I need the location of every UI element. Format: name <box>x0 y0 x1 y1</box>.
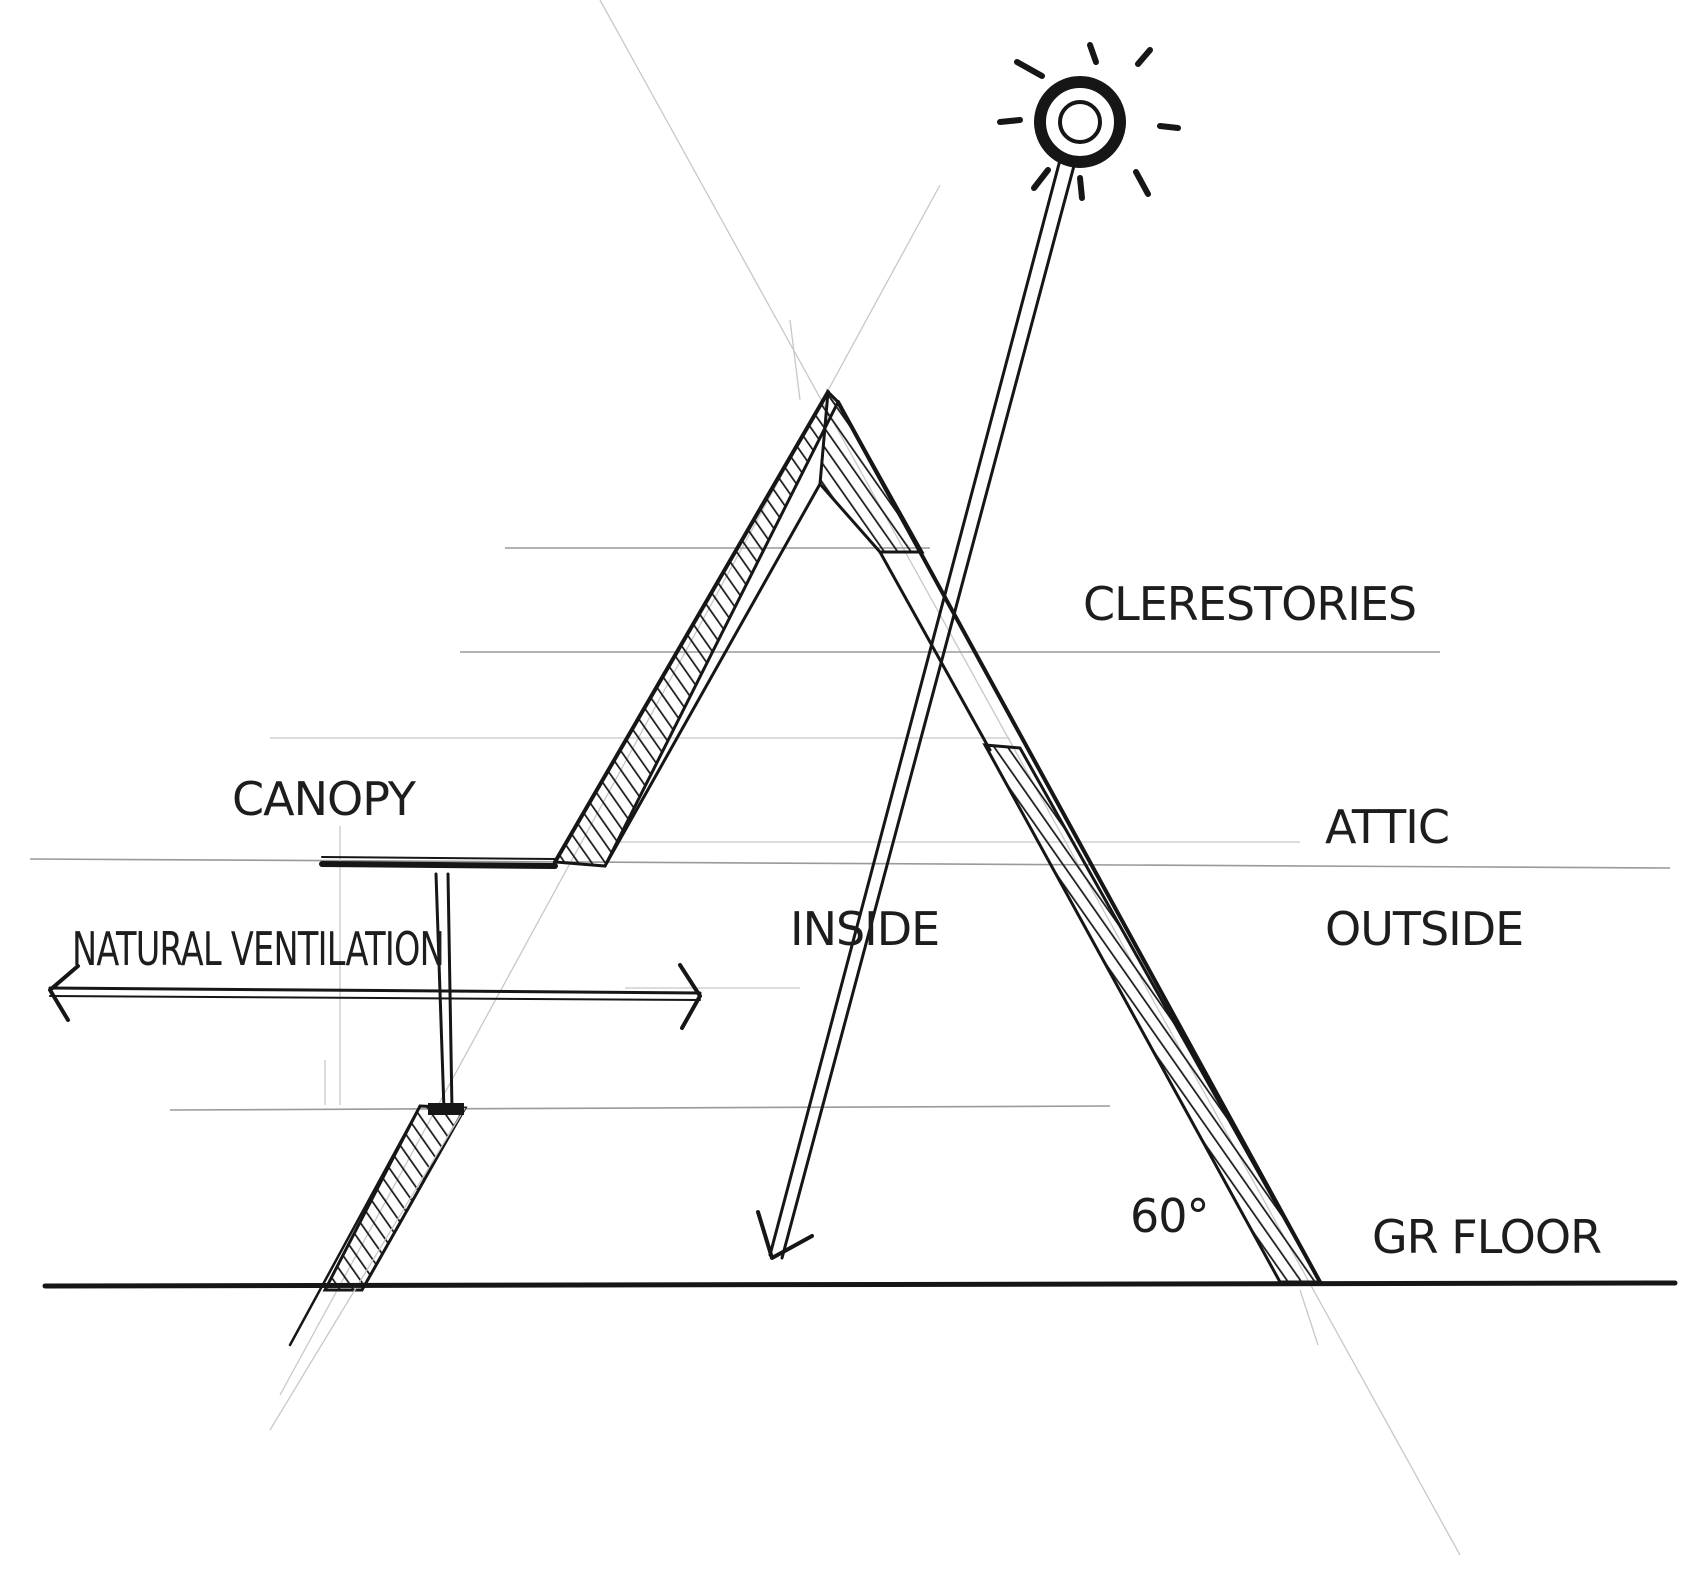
label-natural-ventilation: NATURAL VENTILATION <box>72 922 444 976</box>
sun-icon <box>997 42 1181 201</box>
label-clerestories: CLERESTORIES <box>1083 577 1416 631</box>
canopy <box>319 856 558 1115</box>
label-ground-floor: GR FLOOR <box>1372 1210 1601 1264</box>
ground-floor-line <box>42 1280 1678 1289</box>
label-attic: ATTIC <box>1325 800 1449 854</box>
label-canopy: CANOPY <box>232 772 417 826</box>
label-angle: 60° <box>1130 1189 1209 1243</box>
ventilation-arrow <box>48 963 702 1030</box>
sun-ray-arrow <box>756 158 1077 1260</box>
label-outside: OUTSIDE <box>1325 902 1523 956</box>
label-inside: INSIDE <box>790 902 939 956</box>
diagram-labels: CLERESTORIES CANOPY ATTIC INSIDE OUTSIDE… <box>72 577 1602 1264</box>
left-roof-slab <box>552 389 840 868</box>
left-lower-wall-slab <box>322 1104 468 1292</box>
